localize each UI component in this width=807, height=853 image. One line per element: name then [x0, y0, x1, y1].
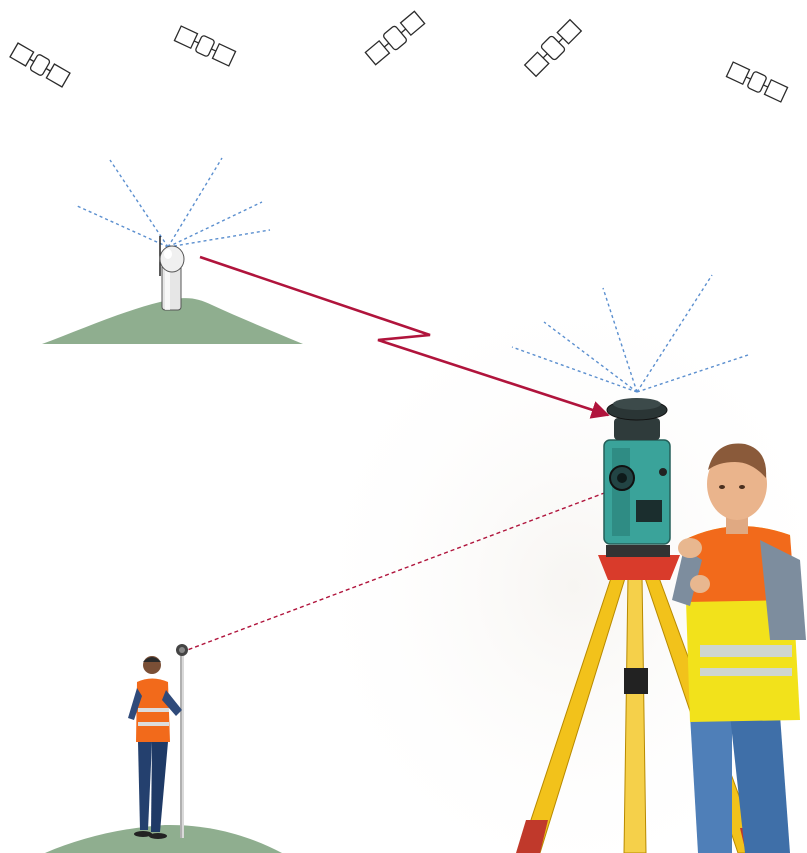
surveyor-with-prism-pole-icon: [128, 644, 188, 839]
satellite-icon: [523, 18, 582, 77]
satellite-icon: [364, 10, 426, 66]
base-station-signal-rays: [75, 158, 270, 247]
satellite-icon: [10, 42, 71, 88]
satellite-icon: [174, 25, 236, 67]
rover-hill: [45, 825, 282, 853]
satellite-icon: [726, 61, 788, 103]
gps-base-station-icon: [160, 236, 184, 310]
